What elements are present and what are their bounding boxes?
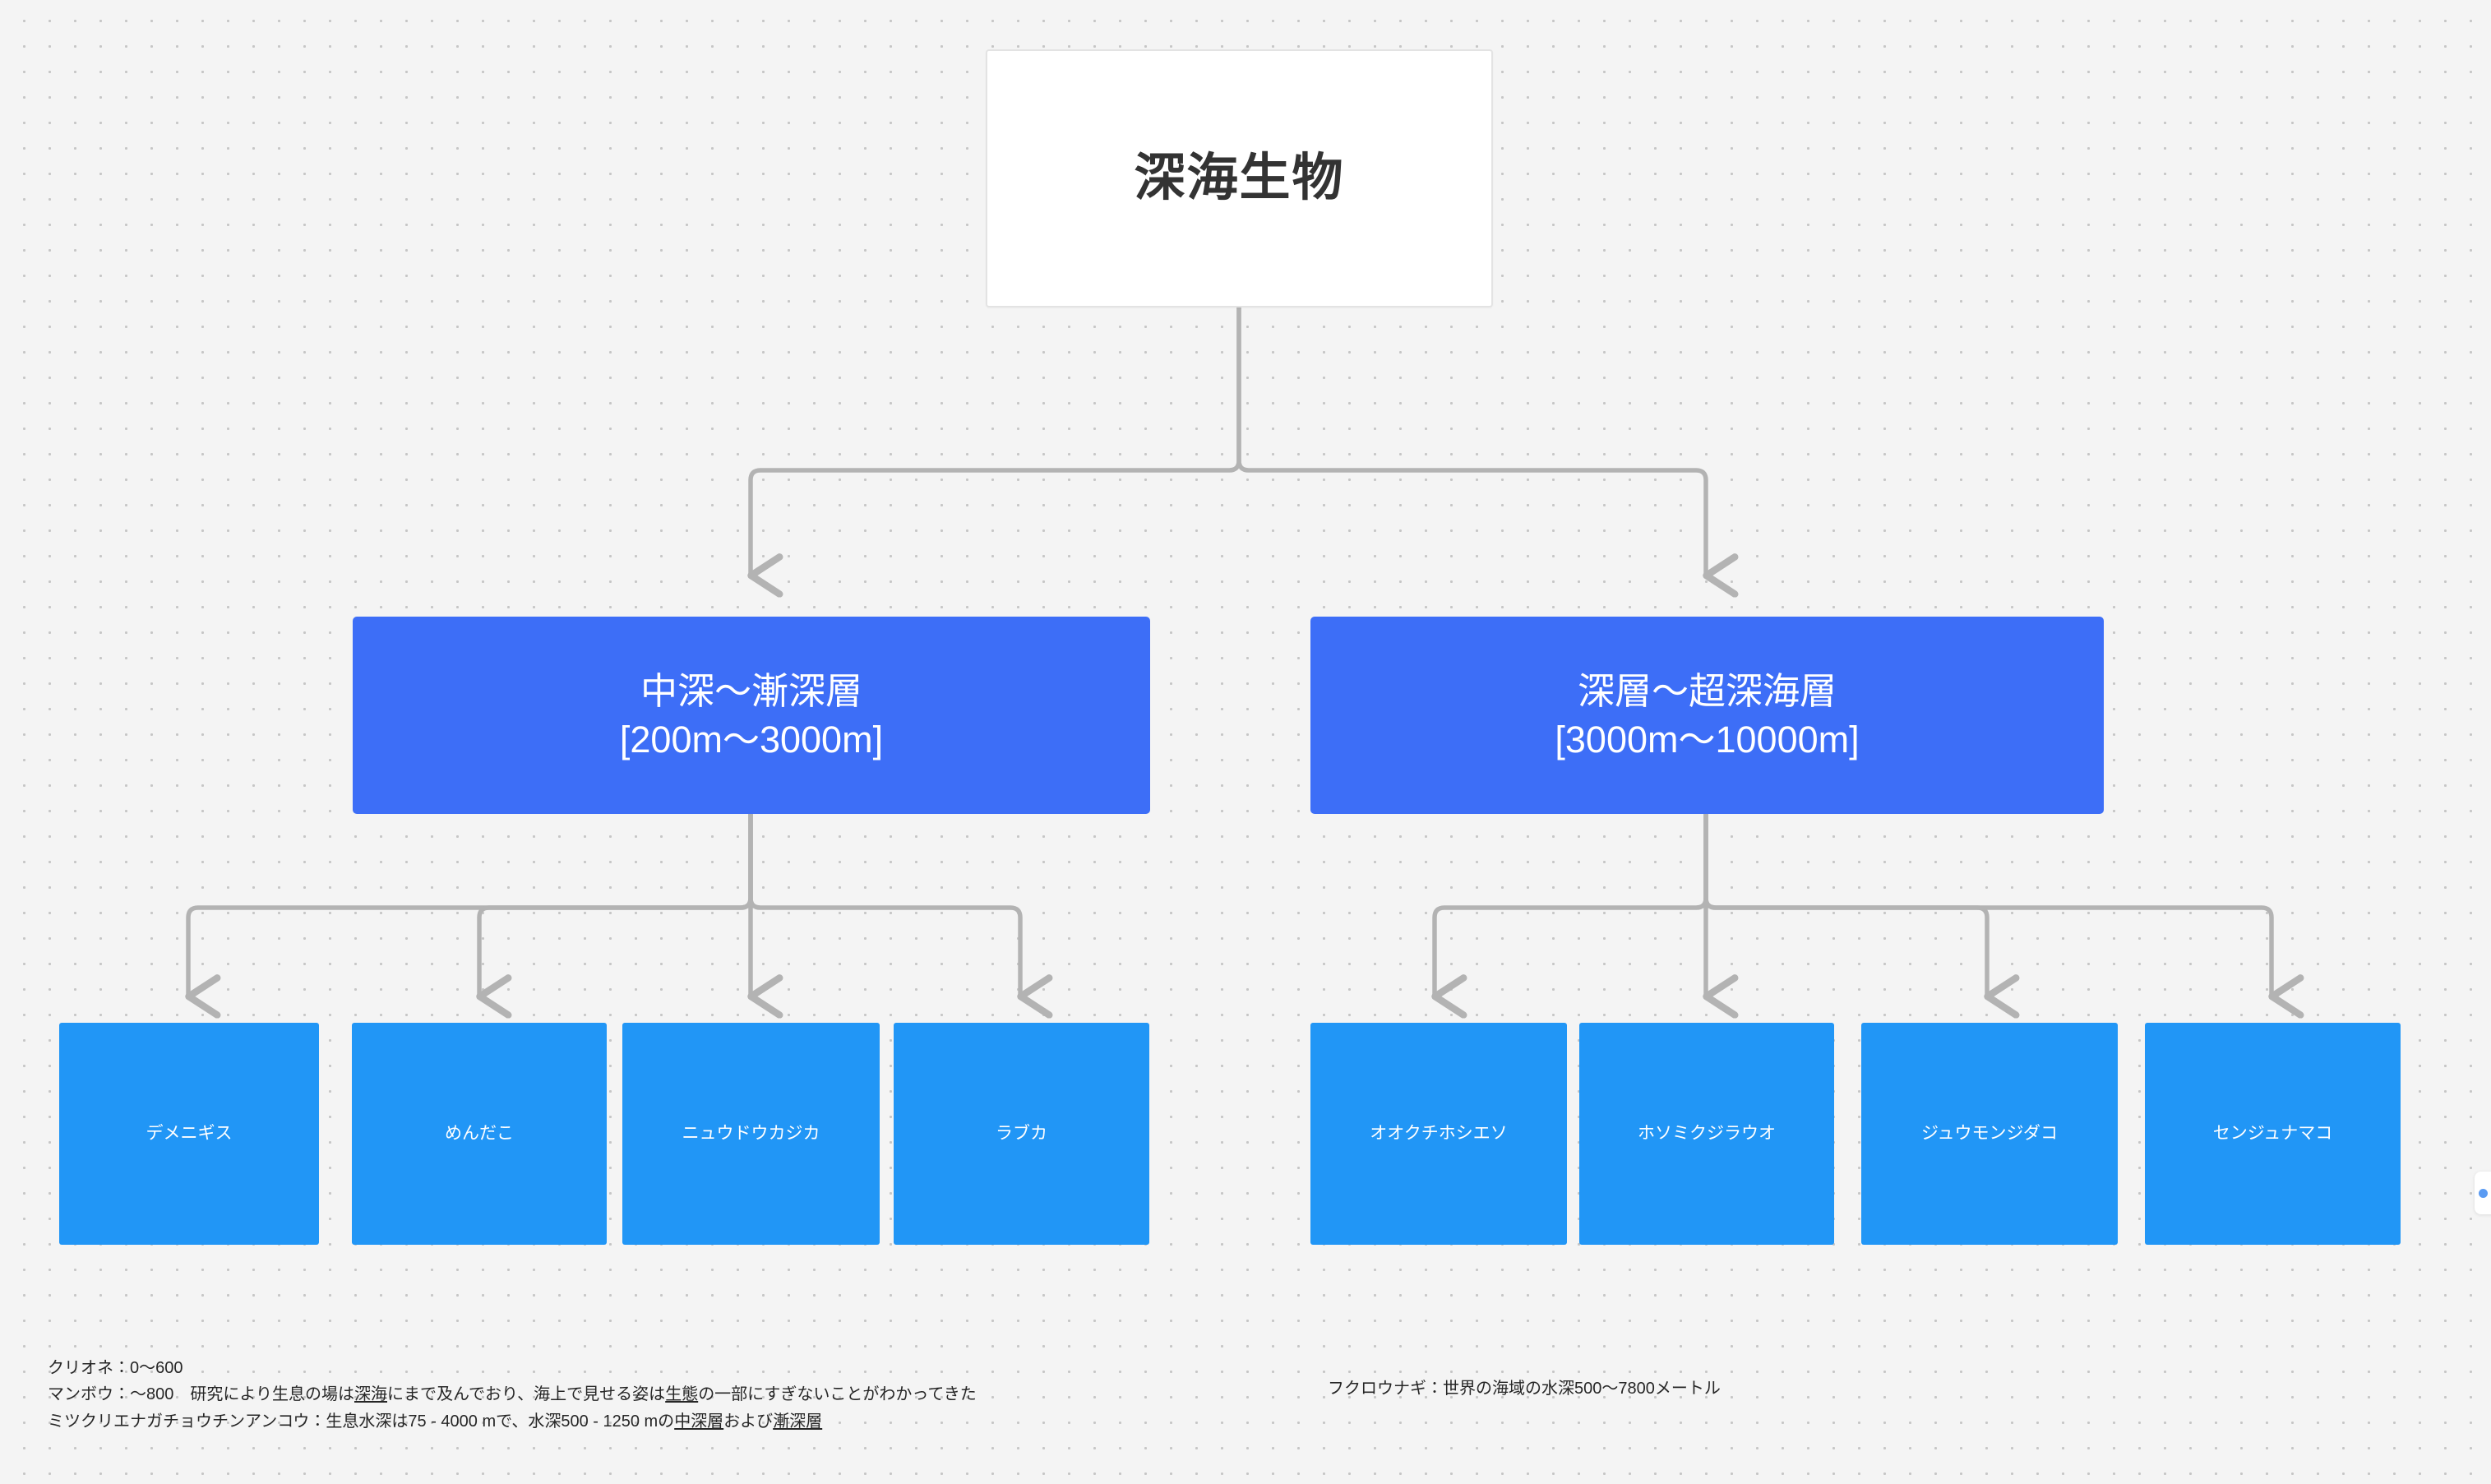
node-leaf-mendako[interactable]: めんだこ xyxy=(352,1023,607,1245)
node-leaf-hosomikujirauo[interactable]: ホソミクジラウオ xyxy=(1579,1023,1834,1245)
edge-to-leaf-senjunamako xyxy=(1703,811,2271,996)
edge-root-to-mid-bathyal xyxy=(751,305,1241,576)
edge-to-leaf-juumonjidako xyxy=(1703,811,1987,996)
edges-root-to-level2 xyxy=(751,305,1706,576)
node-leaf-ookuchihoshieso-title: オオクチホシエソ xyxy=(1370,1124,1508,1144)
edge-root-to-abyssal-hadal xyxy=(1236,305,1706,576)
edge-to-leaf-ookuchihoshieso xyxy=(1435,811,1708,996)
node-abyssal-hadal-range: [3000m〜10000m] xyxy=(1555,719,1860,760)
node-root[interactable]: 深海生物 xyxy=(986,49,1493,307)
edge-to-leaf-mendako xyxy=(479,811,753,996)
node-leaf-senjunamako[interactable]: センジュナマコ xyxy=(2145,1023,2401,1245)
node-leaf-nyuudoukajika[interactable]: ニュウドウカジカ xyxy=(622,1023,880,1245)
node-leaf-ookuchihoshieso[interactable]: オオクチホシエソ xyxy=(1310,1023,1567,1245)
node-leaf-hosomikujirauo-title: ホソミクジラウオ xyxy=(1638,1124,1776,1144)
notes-left: クリオネ：0〜600 マンボウ：〜800 研究により生息の場は深海にまで及んでお… xyxy=(48,1355,977,1435)
edge-to-leaf-demenigisu xyxy=(188,811,753,996)
node-root-title: 深海生物 xyxy=(1134,149,1345,206)
node-abyssal-hadal-title: 深層〜超深海層 xyxy=(1577,669,1837,712)
note-line-fukurounagi: フクロウナギ：世界の海域の水深500〜7800メートル xyxy=(1328,1380,1721,1398)
node-leaf-demenigisu[interactable]: デメニギス xyxy=(59,1023,319,1245)
edge-side-panel[interactable] xyxy=(2475,1172,2491,1214)
node-mid-bathyal[interactable]: 中深〜漸深層 [200m〜3000m] xyxy=(353,617,1150,814)
node-leaf-juumonjidako[interactable]: ジュウモンジダコ xyxy=(1861,1023,2118,1245)
node-leaf-demenigisu-title: デメニギス xyxy=(146,1124,233,1144)
note-link-zenshinsou: 漸深層 xyxy=(773,1412,823,1431)
note-line-manbou: マンボウ：〜800 研究により生息の場は深海にまで及んでおり、海上で見せる姿は生… xyxy=(48,1385,977,1404)
notes-right: フクロウナギ：世界の海域の水深500〜7800メートル xyxy=(1328,1375,1721,1402)
node-leaf-rabuka-title: ラブカ xyxy=(996,1124,1047,1144)
node-leaf-mendako-title: めんだこ xyxy=(445,1124,514,1144)
node-leaf-senjunamako-title: センジュナマコ xyxy=(2212,1124,2333,1144)
note-link-chuushinsou: 中深層 xyxy=(674,1412,724,1431)
node-leaf-nyuudoukajika-title: ニュウドウカジカ xyxy=(682,1124,820,1144)
note-line-kurione: クリオネ：0〜600 xyxy=(48,1359,183,1377)
edges-level2-right-to-leaves xyxy=(1435,811,2271,996)
node-leaf-juumonjidako-title: ジュウモンジダコ xyxy=(1920,1124,2059,1144)
note-link-shinkai: 深海 xyxy=(354,1385,387,1404)
edges-level2-left-to-leaves xyxy=(188,811,1020,996)
node-abyssal-hadal[interactable]: 深層〜超深海層 [3000m〜10000m] xyxy=(1310,617,2104,814)
edge-to-leaf-rabuka xyxy=(748,811,1020,996)
node-leaf-rabuka[interactable]: ラブカ xyxy=(894,1023,1149,1245)
node-mid-bathyal-title: 中深〜漸深層 xyxy=(640,669,862,712)
panel-indicator-dot xyxy=(2479,1188,2488,1198)
note-link-seitai: 生態 xyxy=(665,1385,699,1404)
node-mid-bathyal-range: [200m〜3000m] xyxy=(619,719,884,760)
note-line-mitsukuri: ミツクリエナガチョウチンアンコウ：生息水深は75 - 4000 mで、水深500… xyxy=(48,1412,823,1431)
